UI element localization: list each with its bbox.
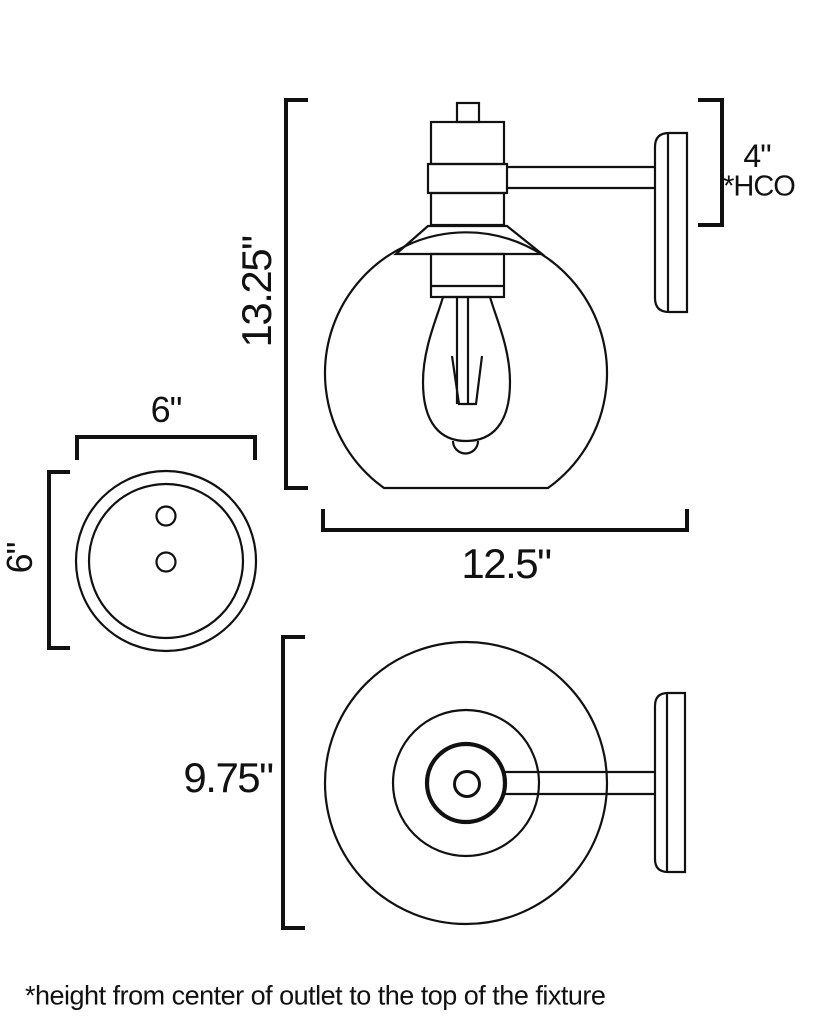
backplate-outer-circle xyxy=(74,469,258,653)
depth-dimension-label: 9.75" xyxy=(183,754,274,801)
backplate-height-label: 6" xyxy=(0,542,40,574)
width-dimension-label: 12.5" xyxy=(461,540,552,587)
glass-globe xyxy=(323,231,609,490)
wall-arm-top xyxy=(505,770,655,796)
bulb-tip xyxy=(451,440,480,455)
width-dimension-bracket xyxy=(321,509,689,532)
backplate-height-bracket xyxy=(47,470,70,650)
mounting-hole-top xyxy=(155,505,177,527)
backplate-front-view xyxy=(74,469,258,653)
wall-arm xyxy=(507,165,655,190)
finial xyxy=(455,101,481,124)
wall-backplate xyxy=(653,131,689,314)
hco-dimension-bracket xyxy=(698,98,724,227)
bulb-filament xyxy=(450,298,484,406)
backplate-width-label: 6" xyxy=(150,389,183,430)
hco-note-label: *HCO xyxy=(723,170,796,203)
top-view-dimension-brackets xyxy=(281,635,305,930)
backplate-inner-circle xyxy=(87,482,245,640)
depth-dimension-bracket xyxy=(281,635,305,930)
top-view-drawing xyxy=(323,640,687,926)
globe-outline-top xyxy=(323,640,609,926)
hco-value-label: 4" xyxy=(743,138,771,174)
mounting-hole-bottom xyxy=(155,551,177,573)
bulb-socket xyxy=(429,252,506,299)
height-dimension-label: 13.25" xyxy=(233,236,280,348)
backplate-width-bracket xyxy=(75,435,257,460)
shade-outline-top xyxy=(391,708,541,858)
edison-bulb xyxy=(421,295,512,443)
socket-outline-top xyxy=(424,741,508,825)
footnote-text: *height from center of outlet to the top… xyxy=(25,980,606,1011)
mounting-collar xyxy=(426,162,509,195)
wall-backplate-top xyxy=(653,691,687,874)
side-view-drawing xyxy=(323,101,689,490)
backplate-dimension-brackets xyxy=(47,435,257,650)
side-view-dimension-brackets xyxy=(284,98,724,532)
stem-neck xyxy=(429,191,506,227)
finial-outline-top xyxy=(453,770,481,798)
height-dimension-bracket xyxy=(284,98,308,490)
socket-cap xyxy=(429,120,506,166)
